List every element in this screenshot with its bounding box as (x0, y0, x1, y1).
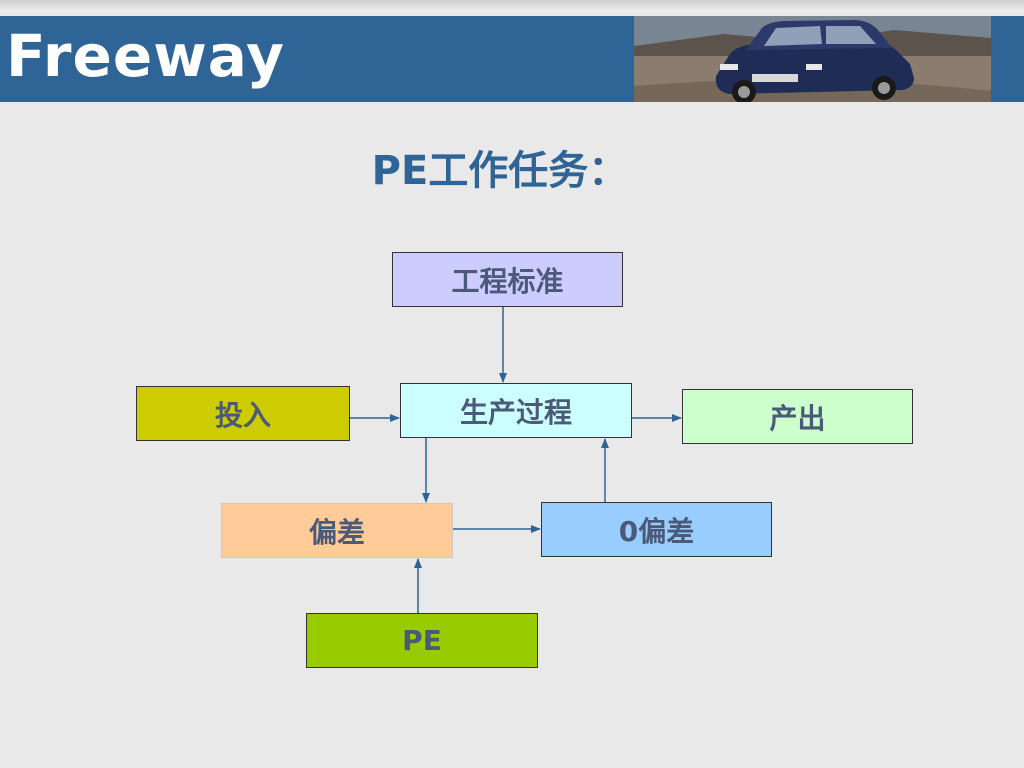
node-input: 投入 (136, 386, 350, 441)
node-zero-deviation: 0偏差 (541, 502, 772, 557)
node-engineering-standard: 工程标准 (392, 252, 623, 307)
freeway-logo: Freeway (6, 22, 285, 90)
node-deviation: 偏差 (221, 503, 453, 558)
car-photo (634, 16, 991, 102)
page-title: PE工作任务： (371, 148, 629, 194)
node-production-process: 生产过程 (400, 383, 632, 438)
top-strip (0, 0, 1024, 12)
node-output: 产出 (682, 389, 913, 444)
node-pe: PE (306, 613, 538, 668)
